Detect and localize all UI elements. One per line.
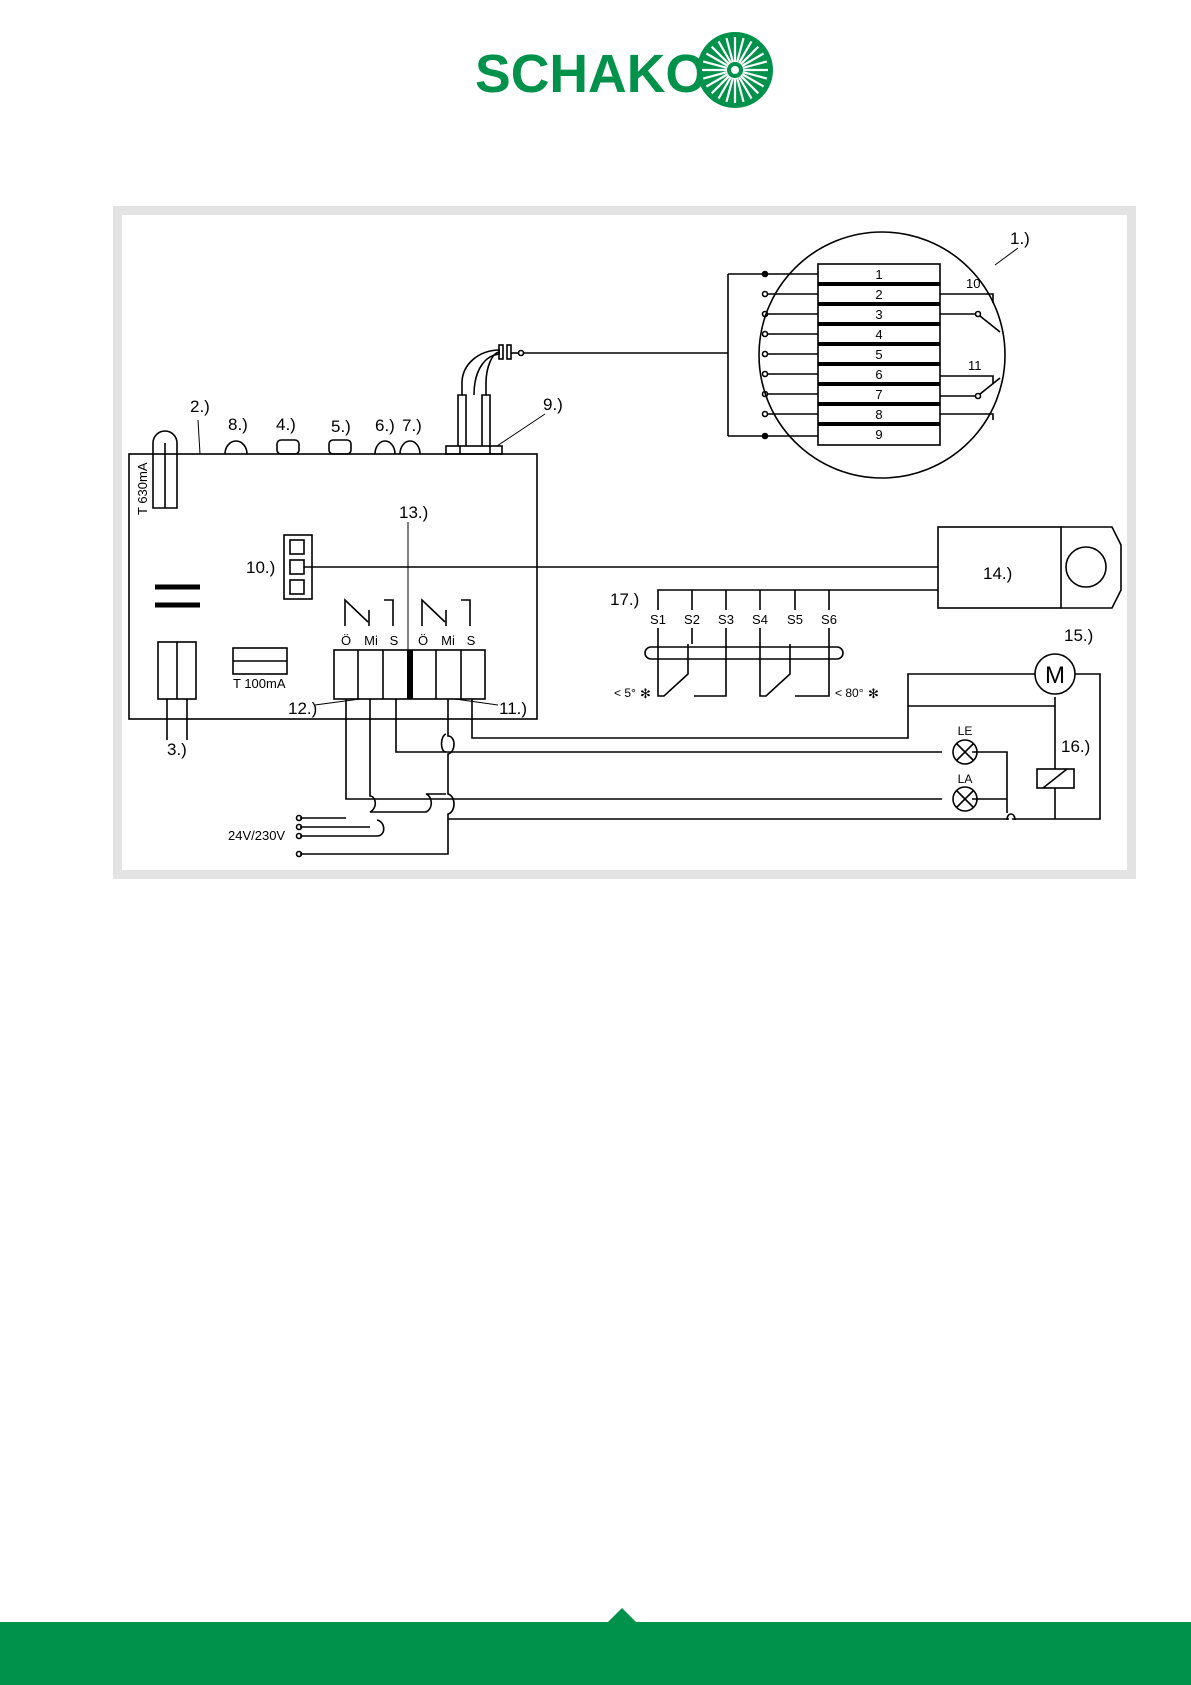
supply-terminals	[297, 816, 302, 857]
pin-8: 8	[875, 407, 882, 422]
temp-low-label: < 5°	[614, 686, 636, 700]
pin-6: 6	[875, 367, 882, 382]
pin-5: 5	[875, 347, 882, 362]
main-fuse	[153, 431, 177, 508]
logo-wordmark: SCHAKO	[475, 44, 707, 104]
terminal-mi-2: Mi	[441, 633, 455, 648]
terminal-s-1: S	[390, 633, 399, 648]
callout-2: 2.)	[190, 397, 210, 416]
footer-bar	[0, 1622, 1191, 1685]
switch-11-label: 11	[968, 358, 982, 373]
relay-terminal-strip	[334, 650, 485, 699]
footer-notch	[607, 1608, 637, 1623]
temperature-sensor-array	[645, 590, 938, 696]
small-fuse	[233, 648, 287, 674]
terminal-oe-2: Ö	[418, 633, 428, 648]
callout-10: 10.)	[246, 558, 275, 577]
sensor-s5: S5	[787, 612, 803, 627]
main-fuse-label: T 630mA	[135, 462, 150, 515]
switch-11	[940, 376, 1000, 420]
actuator-14	[938, 527, 1121, 608]
callout-labels: 1.) 2.) 3.) 4.) 5.) 6.) 7.) 8.) 9.) 10.)…	[167, 229, 1093, 759]
pin-4: 4	[875, 327, 882, 342]
callout-7: 7.)	[402, 416, 422, 435]
callout-13: 13.)	[399, 503, 428, 522]
callout-11: 11.)	[499, 699, 527, 718]
sensor-s3: S3	[718, 612, 734, 627]
callout-12: 12.)	[288, 699, 317, 718]
heat-icon: ✻	[868, 686, 879, 701]
relay-coil	[1037, 769, 1074, 788]
diagram-frame: T 630mA T 100mA	[113, 206, 1136, 879]
snowflake-icon: ✻	[640, 686, 651, 701]
callout-16: 16.)	[1061, 737, 1090, 756]
callout-leaders	[198, 248, 1018, 705]
terminal-s-2: S	[467, 633, 476, 648]
callout-4: 4.)	[276, 415, 296, 434]
small-fuse-label: T 100mA	[233, 676, 286, 691]
pin-2: 2	[875, 287, 882, 302]
callout-17: 17.)	[610, 590, 639, 609]
external-wiring	[300, 674, 1100, 854]
board-top-components	[225, 440, 420, 454]
temp-high-label: < 80°	[835, 686, 864, 700]
terminal-mi-1: Mi	[364, 633, 378, 648]
callout-8: 8.)	[228, 415, 248, 434]
supply-label: 24V/230V	[228, 828, 285, 843]
terminal-pin-labels: 1 2 3 4 5 6 7 8 9	[875, 267, 882, 442]
pin-1: 1	[875, 267, 882, 282]
callout-1: 1.)	[1010, 229, 1030, 248]
sensor-s2: S2	[684, 612, 700, 627]
wiring-diagram: T 630mA T 100mA	[122, 215, 1127, 870]
callout-15: 15.)	[1064, 626, 1093, 645]
sensor-s4: S4	[752, 612, 768, 627]
sensor-s6: S6	[821, 612, 837, 627]
terminal-oe-1: Ö	[341, 633, 351, 648]
lamp-la-label: LA	[958, 772, 973, 786]
pin-9: 9	[875, 427, 882, 442]
callout-5: 5.)	[331, 417, 351, 436]
pin-3: 3	[875, 307, 882, 322]
callout-3: 3.)	[167, 740, 187, 759]
callout-14: 14.)	[983, 564, 1012, 583]
switch-10-label: 10	[966, 276, 980, 291]
callout-9: 9.)	[543, 395, 563, 414]
lamp-le-label: LE	[958, 724, 973, 738]
motor-label: M	[1045, 662, 1065, 689]
transformer	[155, 587, 200, 605]
schako-logo: SCHAKO	[475, 30, 775, 110]
sensor-terminal-labels: S1 S2 S3 S4 S5 S6	[650, 612, 837, 627]
callout-6: 6.)	[375, 416, 395, 435]
sensor-s1: S1	[650, 612, 666, 627]
radial-sunburst-icon	[697, 32, 773, 108]
mains-connector	[158, 642, 196, 740]
pin-7: 7	[875, 387, 882, 402]
sub-d-connector	[446, 345, 524, 454]
